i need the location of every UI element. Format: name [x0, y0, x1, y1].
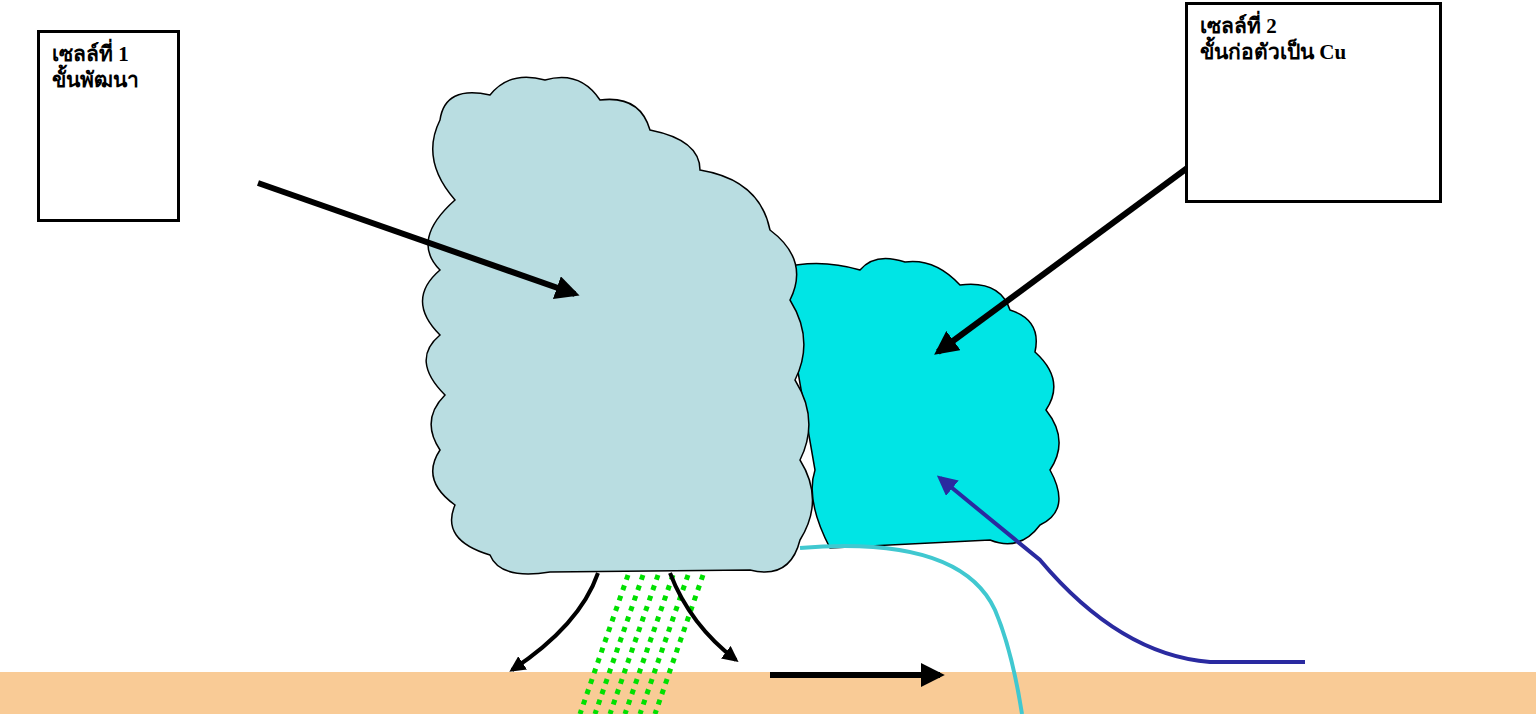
developing-cloud	[423, 77, 813, 574]
cell-label: ขั้นก่อตัวเป็น Cu	[1200, 39, 1427, 65]
cell-label: เซลล์ที่ 2	[1200, 13, 1427, 39]
inflow-arrow	[940, 478, 1305, 662]
outflow-arrow	[770, 672, 940, 678]
gust-front	[800, 546, 1022, 714]
label-box: เซลล์ที่ 2ขั้นก่อตัวเป็น Cu	[1185, 2, 1442, 203]
downdraft-arrow	[670, 573, 736, 660]
leader-arrow	[258, 183, 575, 294]
leader-arrow	[938, 166, 1190, 352]
rain-shaft	[580, 575, 703, 714]
downdraft-arrow	[512, 573, 598, 670]
cell-label: เซลล์ที่ 1	[52, 41, 165, 67]
ground-band	[0, 672, 1536, 714]
cumulus-cloud	[780, 258, 1059, 548]
cell-label: ขั้นพัฒนา	[52, 67, 165, 93]
label-box: เซลล์ที่ 1ขั้นพัฒนา	[37, 30, 180, 222]
